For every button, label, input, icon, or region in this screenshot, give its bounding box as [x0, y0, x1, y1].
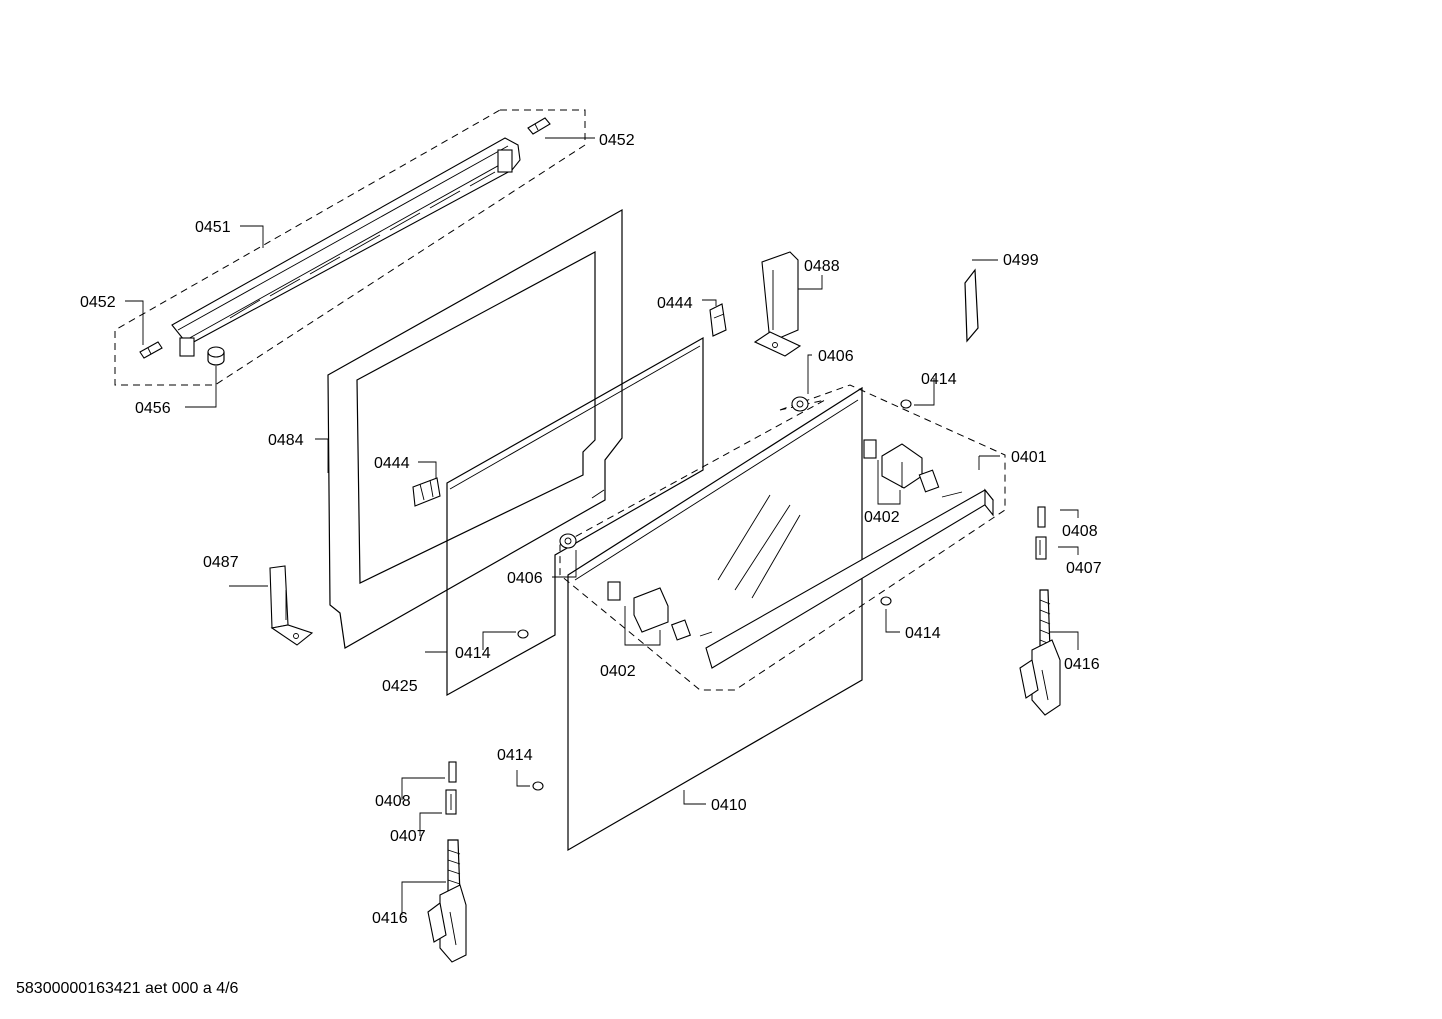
bracket-part-upper	[753, 251, 823, 357]
label-0484: 0484	[268, 432, 304, 449]
inner-frame-part	[315, 208, 623, 649]
top-trim-group	[114, 109, 595, 408]
label-0407-right: 0407	[1066, 560, 1102, 577]
door-assembly	[559, 384, 1006, 852]
label-plate-part	[964, 259, 998, 343]
screw-0414-top	[900, 378, 935, 409]
label-0416-right: 0416	[1064, 656, 1100, 673]
label-0406-upper: 0406	[818, 348, 854, 365]
hinge-assembly-right	[1019, 506, 1079, 716]
label-0408-right: 0408	[1062, 523, 1098, 540]
label-0451: 0451	[195, 219, 231, 236]
clip-part-upper	[702, 299, 727, 337]
screw-0414-right	[880, 596, 900, 633]
leader-0410	[683, 790, 706, 805]
label-0416-lower: 0416	[372, 910, 408, 927]
label-0406-lower: 0406	[507, 570, 543, 587]
hinge-assembly-lower	[401, 761, 467, 963]
label-0401: 0401	[1011, 449, 1047, 466]
trim-strip-part	[171, 137, 521, 357]
door-dashed-boundary	[559, 384, 1006, 691]
label-0410: 0410	[711, 797, 747, 814]
label-0456: 0456	[135, 400, 171, 417]
label-0402-upper: 0402	[864, 509, 900, 526]
spacer-0406-upper	[791, 354, 812, 412]
label-0414-pane: 0414	[455, 645, 491, 662]
screw-part-right	[527, 117, 551, 135]
label-0425: 0425	[382, 678, 418, 695]
label-0407-lower: 0407	[390, 828, 426, 845]
clip-part-left	[412, 461, 441, 507]
screw-0414-pane	[482, 629, 529, 650]
label-0487: 0487	[203, 554, 239, 571]
handle-part	[699, 488, 994, 669]
label-0414-top: 0414	[921, 371, 957, 388]
bracket-part-left	[229, 565, 314, 646]
label-0444-upper: 0444	[657, 295, 693, 312]
hinge-block-lower	[607, 581, 692, 646]
label-0414-bottom: 0414	[497, 747, 533, 764]
label-0408-lower: 0408	[375, 793, 411, 810]
label-0488: 0488	[804, 258, 840, 275]
label-0414-right: 0414	[905, 625, 941, 642]
part-labels: 0452 0451 0452 0456 0484 0444 0487 0425 …	[80, 132, 1102, 927]
spacer-0406-lower	[552, 533, 577, 578]
cap-part	[207, 346, 225, 366]
hinge-block-upper	[863, 439, 940, 505]
label-0452-left: 0452	[80, 294, 116, 311]
glass-pane-part	[425, 336, 704, 697]
screw-0414-bottom	[516, 770, 544, 791]
top-trim-dashed-boundary	[114, 109, 586, 386]
label-0499: 0499	[1003, 252, 1039, 269]
label-0402-lower: 0402	[600, 663, 636, 680]
screw-part-left	[139, 341, 163, 359]
diagram-footer-code: 58300000163421 aet 000 a 4/6	[16, 980, 239, 997]
label-0444-left: 0444	[374, 455, 410, 472]
label-0452-right: 0452	[599, 132, 635, 149]
